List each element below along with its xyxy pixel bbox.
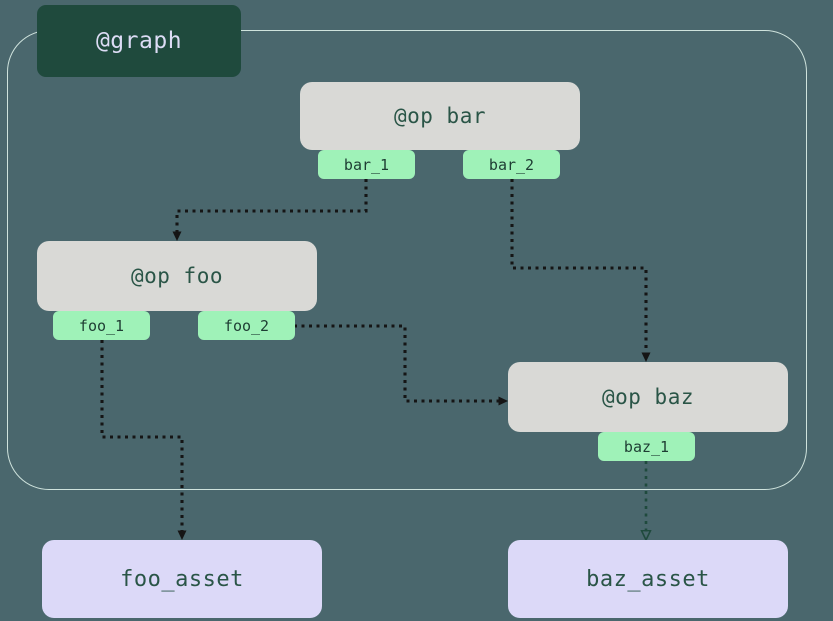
port-bar-2[interactable]: bar_2 [463, 150, 560, 179]
node-op-baz-title: @op baz [601, 385, 694, 409]
port-foo-2[interactable]: foo_2 [198, 311, 295, 340]
graph-container [7, 30, 807, 490]
port-foo-1[interactable]: foo_1 [53, 311, 150, 340]
node-op-bar-title: @op bar [393, 104, 486, 128]
node-op-foo-title: @op foo [130, 264, 223, 288]
port-bar-1[interactable]: bar_1 [318, 150, 415, 179]
node-op-baz[interactable]: @op baz [508, 362, 788, 432]
node-baz-asset[interactable]: baz_asset [508, 540, 788, 618]
graph-label: @graph [37, 5, 241, 77]
node-op-bar[interactable]: @op bar [300, 82, 580, 150]
node-op-foo[interactable]: @op foo [37, 241, 317, 311]
node-foo-asset[interactable]: foo_asset [42, 540, 322, 618]
port-baz-1[interactable]: baz_1 [598, 432, 695, 461]
